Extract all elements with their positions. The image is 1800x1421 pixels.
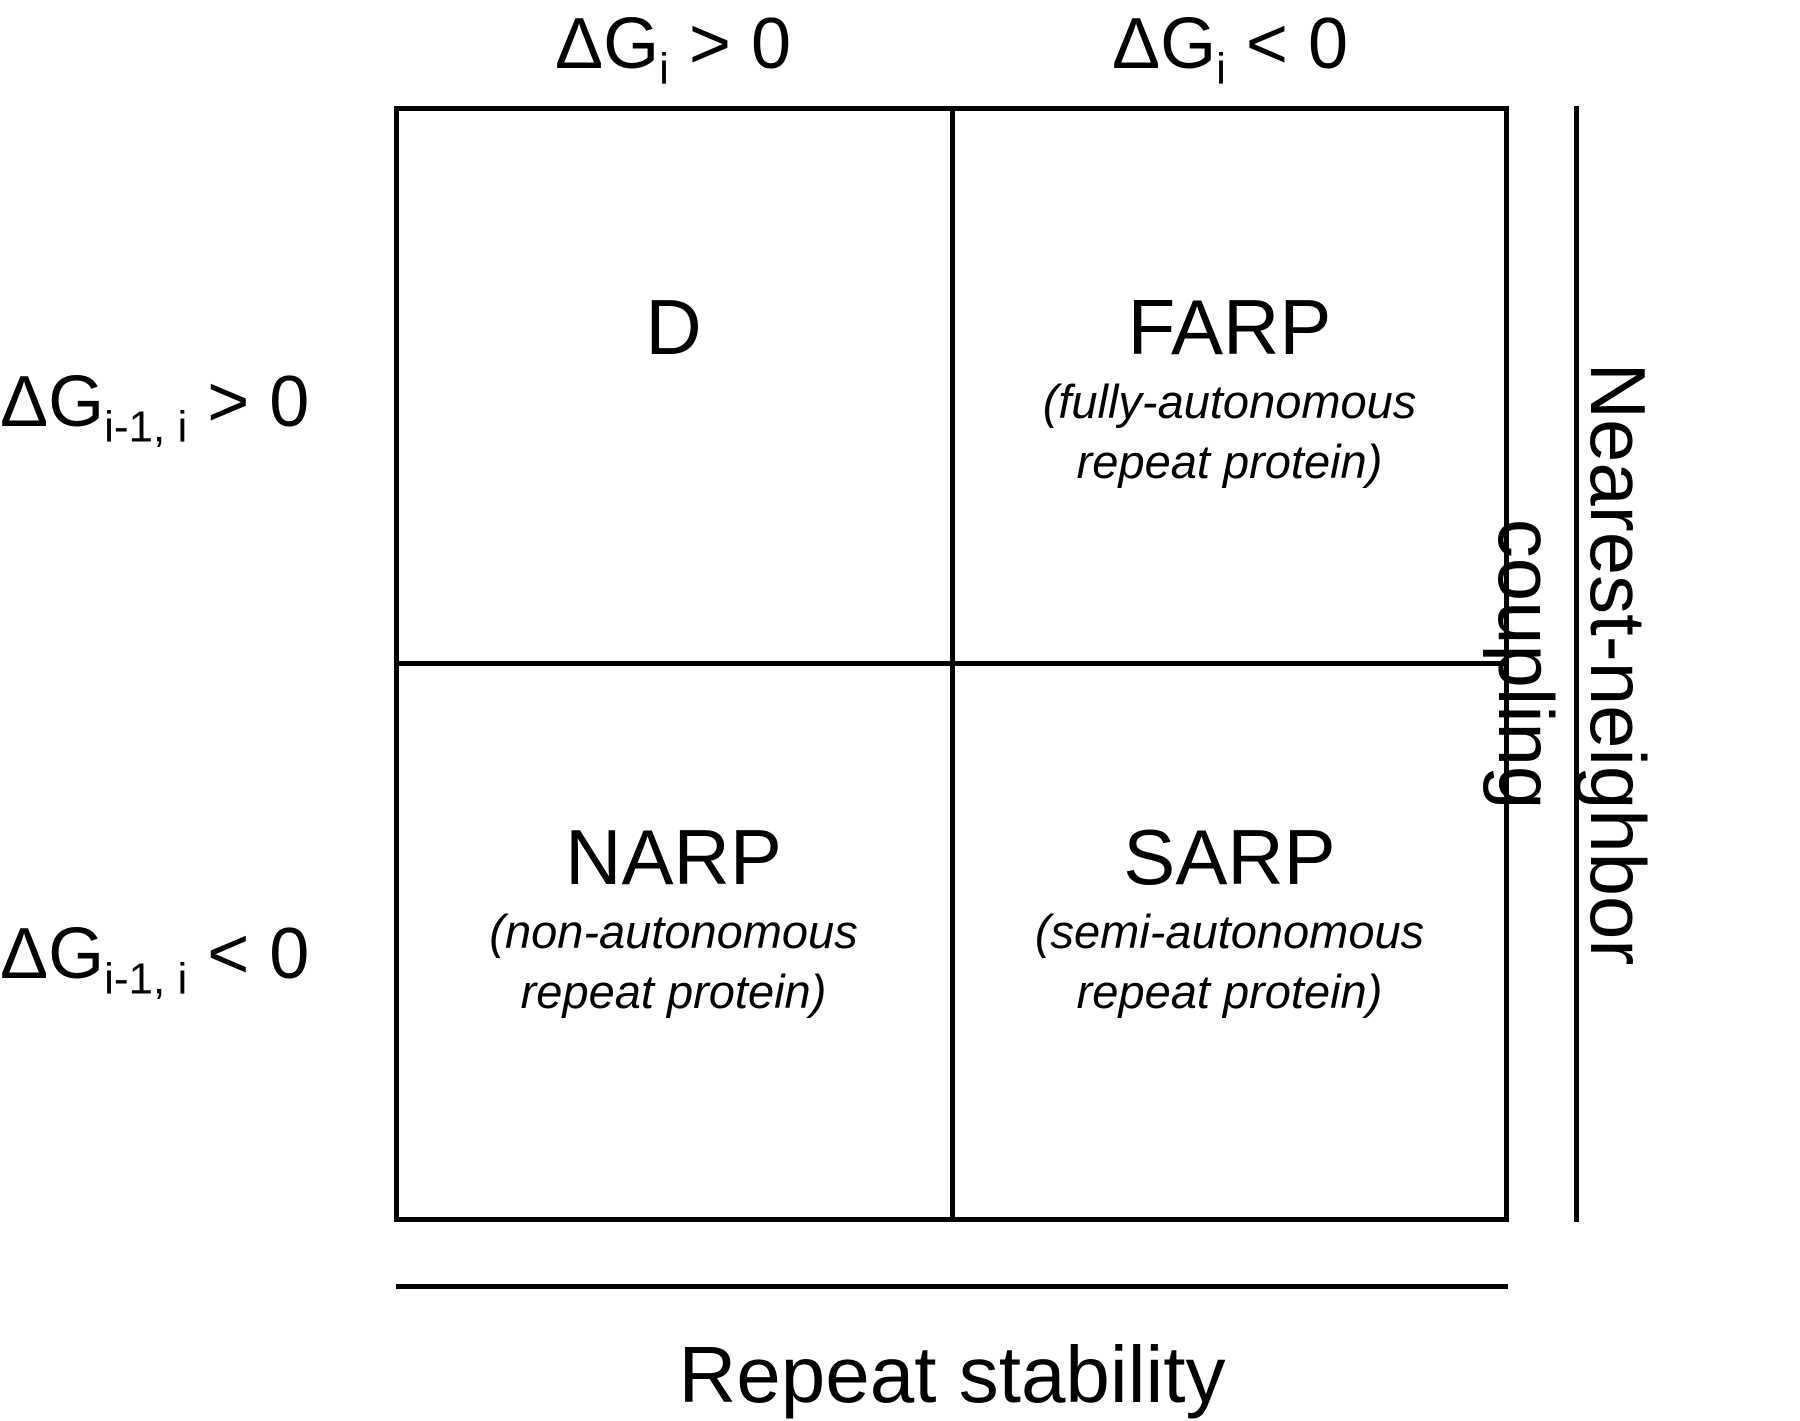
cell-title: SARP bbox=[1123, 813, 1336, 901]
cell-title: NARP bbox=[565, 813, 782, 901]
x-axis-bar bbox=[396, 1284, 1508, 1289]
row-header-relation: < 0 bbox=[187, 914, 310, 994]
row-header-relation: > 0 bbox=[187, 362, 310, 442]
column-header-prefix: ΔG bbox=[1112, 4, 1217, 84]
x-axis-label: Repeat stability bbox=[678, 1330, 1226, 1419]
cell-bottom-right: SARP (semi-autonomous repeat protein) bbox=[952, 812, 1507, 1022]
y-axis-label: Nearest-neighbor coupling bbox=[1482, 362, 1662, 966]
cell-top-right: FARP (fully-autonomous repeat protein) bbox=[952, 282, 1507, 492]
row-header-prefix: ΔG bbox=[0, 914, 105, 994]
grid-horizontal-divider bbox=[394, 661, 1509, 666]
column-header-negative: ΔGi < 0 bbox=[950, 2, 1510, 91]
column-header-positive: ΔGi > 0 bbox=[393, 2, 953, 91]
y-axis-bar bbox=[1574, 106, 1579, 1222]
cell-description: (non-autonomous repeat protein) bbox=[489, 905, 858, 1018]
column-header-prefix: ΔG bbox=[555, 4, 660, 84]
row-header-subscript: i-1, i bbox=[104, 402, 188, 452]
column-header-relation: > 0 bbox=[668, 4, 791, 84]
cell-description: (semi-autonomous repeat protein) bbox=[1034, 905, 1425, 1018]
row-header-prefix: ΔG bbox=[0, 362, 105, 442]
cell-title: D bbox=[645, 283, 702, 371]
cell-title: FARP bbox=[1127, 283, 1332, 371]
row-header-positive: ΔGi-1, i > 0 bbox=[0, 360, 370, 449]
row-header-negative: ΔGi-1, i < 0 bbox=[0, 912, 370, 1001]
column-header-subscript: i bbox=[659, 44, 669, 94]
row-header-subscript: i-1, i bbox=[104, 954, 188, 1004]
column-header-relation: < 0 bbox=[1225, 4, 1348, 84]
cell-top-left: D bbox=[396, 282, 951, 372]
column-header-subscript: i bbox=[1216, 44, 1226, 94]
cell-description: (fully-autonomous repeat protein) bbox=[1042, 375, 1417, 488]
cell-bottom-left: NARP (non-autonomous repeat protein) bbox=[396, 812, 951, 1022]
